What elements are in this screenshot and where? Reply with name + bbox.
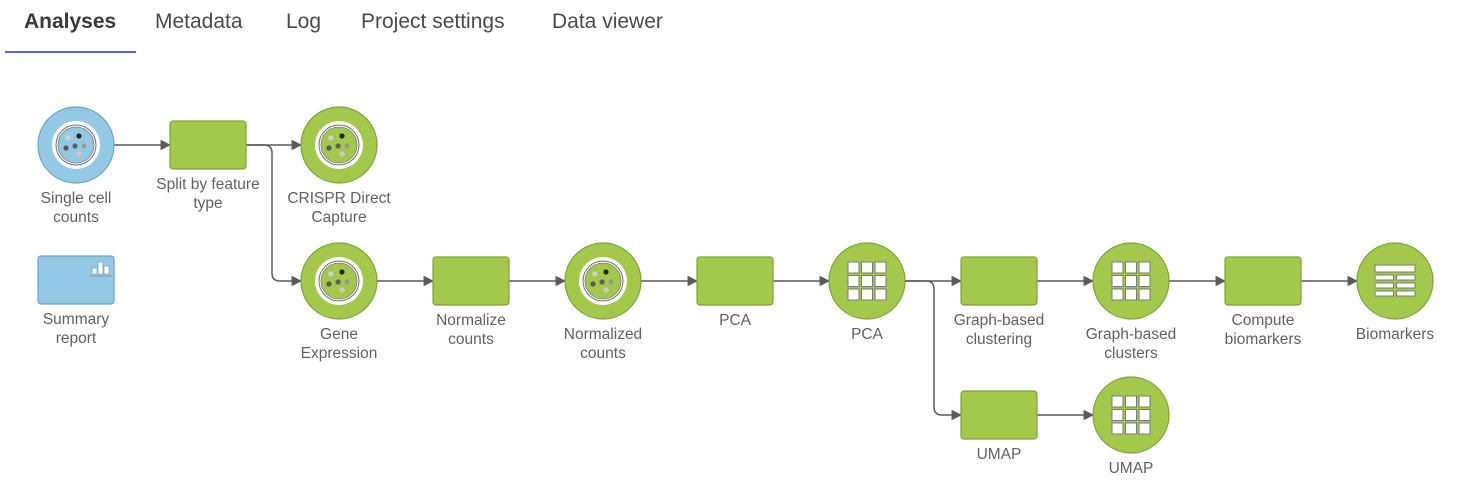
node-label-line: Graph-based (1086, 326, 1176, 343)
node-umap-task[interactable]: UMAP (960, 390, 1038, 463)
node-normalize-counts[interactable]: Normalize counts (432, 256, 510, 348)
node-label-line: UMAP (977, 446, 1022, 463)
node-label-line: Summary (43, 311, 110, 328)
grid-icon (1111, 261, 1151, 301)
node-label: Graph-based clustering (954, 312, 1044, 348)
node-label-line: Capture (311, 209, 366, 226)
task-node-shape[interactable] (960, 256, 1038, 306)
node-label-line: PCA (719, 312, 752, 329)
node-label-line: Single cell (41, 190, 112, 207)
node-pca-task[interactable]: PCA (696, 256, 774, 329)
node-label-line: counts (448, 331, 494, 348)
node-label-line: UMAP (1109, 460, 1154, 477)
single-cell-dots-icon (590, 269, 614, 293)
grid-icon (847, 261, 887, 301)
node-label: UMAP (1109, 460, 1154, 477)
node-single-cell-counts[interactable]: Single cell counts (37, 106, 115, 226)
bar-chart-icon (90, 261, 112, 277)
node-label: Split by feature type (156, 176, 259, 212)
single-cell-dots-icon (326, 133, 350, 157)
node-label-line: clustering (966, 331, 1032, 348)
node-label-line: type (193, 195, 222, 212)
node-label-line: Expression (301, 345, 378, 362)
task-node-shape[interactable] (169, 120, 247, 170)
connector-split-by-feature-type-to-gene-expression (246, 144, 303, 287)
node-label: Single cell counts (41, 190, 112, 226)
node-label: UMAP (977, 446, 1022, 463)
node-label-line: Normalize (436, 312, 506, 329)
tab-log[interactable]: Log (286, 10, 322, 33)
node-label-line: CRISPR Direct (287, 190, 391, 207)
task-node-shape[interactable] (1224, 256, 1302, 306)
node-label-line: Compute (1232, 312, 1295, 329)
node-label: Biomarkers (1356, 326, 1435, 343)
node-label: Compute biomarkers (1225, 312, 1302, 348)
task-node-shape[interactable] (960, 390, 1038, 440)
connectors (114, 139, 1359, 421)
node-label: Graph-based clusters (1086, 326, 1176, 362)
grid-icon (1111, 395, 1151, 435)
node-label-line: PCA (851, 326, 884, 343)
tab-metadata[interactable]: Metadata (155, 10, 243, 33)
node-label: PCA (719, 312, 752, 329)
node-compute-biomarkers[interactable]: Compute biomarkers (1224, 256, 1302, 348)
single-cell-dots-icon (326, 269, 350, 293)
node-label-line: Graph-based (954, 312, 1044, 329)
node-label-line: counts (53, 209, 99, 226)
node-summary-report[interactable]: Summary report (37, 255, 115, 347)
tab-bar: Analyses Metadata Log Project settings D… (0, 0, 1464, 56)
node-label-line: counts (580, 345, 626, 362)
node-normalized-counts[interactable]: Normalized counts (564, 242, 642, 362)
connector-pca-data-to-umap-task (905, 280, 963, 421)
node-pca-data[interactable]: PCA (828, 242, 906, 343)
active-tab-indicator (5, 51, 136, 53)
node-biomarkers[interactable]: Biomarkers (1356, 242, 1435, 343)
node-umap-data[interactable]: UMAP (1092, 376, 1170, 477)
node-label: Normalized counts (564, 326, 642, 362)
data-node-shape[interactable] (1356, 242, 1434, 320)
node-label: Normalize counts (436, 312, 506, 348)
node-label: PCA (851, 326, 884, 343)
task-node-shape[interactable] (696, 256, 774, 306)
single-cell-dots-icon (63, 133, 87, 157)
node-label-line: Gene (320, 326, 358, 343)
tab-project-settings[interactable]: Project settings (361, 10, 505, 33)
node-split-by-feature-type[interactable]: Split by feature type (156, 120, 260, 212)
table-icon (1374, 264, 1416, 297)
tab-analyses[interactable]: Analyses (24, 10, 117, 33)
node-label-line: Normalized (564, 326, 642, 343)
task-node-shape[interactable] (432, 256, 510, 306)
node-label-line: clusters (1104, 345, 1158, 362)
node-label-line: Biomarkers (1356, 326, 1435, 343)
node-label-line: Split by feature (156, 176, 259, 193)
node-label: Summary report (43, 311, 110, 347)
node-graph-based-clusters[interactable]: Graph-based clusters (1086, 242, 1176, 362)
node-label-line: report (56, 330, 97, 347)
node-label-line: biomarkers (1225, 331, 1302, 348)
node-graph-based-clustering[interactable]: Graph-based clustering (954, 256, 1044, 348)
tab-data-viewer[interactable]: Data viewer (552, 10, 663, 33)
